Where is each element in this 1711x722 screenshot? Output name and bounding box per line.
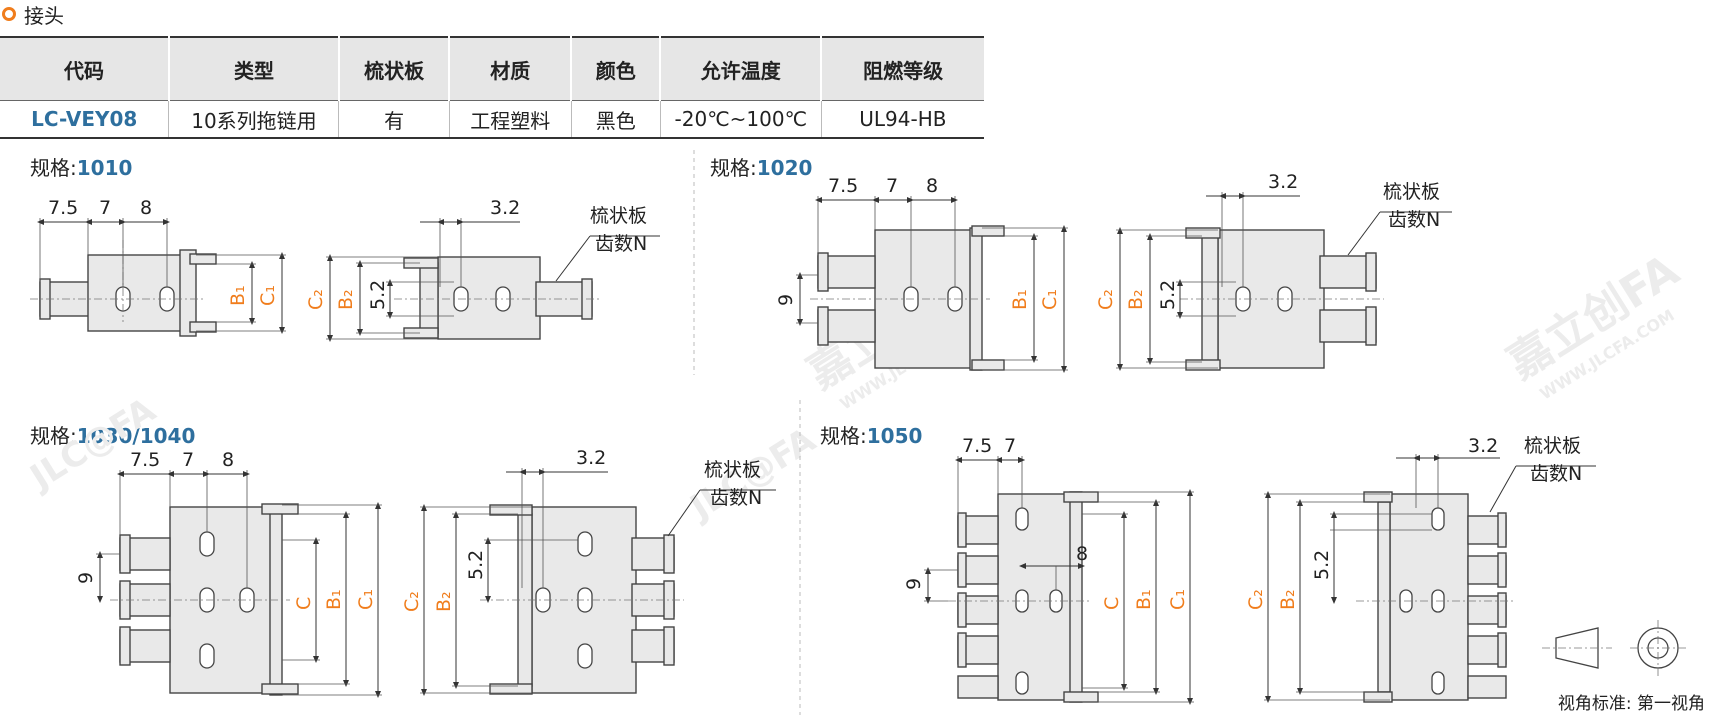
svg-text:7: 7 <box>182 449 194 471</box>
svg-text:B₂: B₂ <box>335 289 357 310</box>
drawing-1030-side: 3.2 C₂ B₂ 5.2 梳状板 齿数N <box>401 447 776 696</box>
svg-text:9: 9 <box>903 578 925 590</box>
cell-flame: UL94-HB <box>821 100 984 139</box>
svg-text:5.2: 5.2 <box>1157 280 1179 310</box>
col-code: 代码 <box>0 36 170 101</box>
drawing-1010-side: 3.2 C₂ B₂ 5.2 梳状板 齿数N <box>305 197 660 342</box>
svg-text:齿数N: 齿数N <box>710 487 762 509</box>
col-comb: 梳状板 <box>338 36 451 101</box>
svg-text:JLC@FA: JLC@FA <box>22 390 163 499</box>
svg-text:B₂: B₂ <box>433 591 455 612</box>
svg-text:9: 9 <box>775 294 797 306</box>
svg-text:C₁: C₁ <box>257 285 279 306</box>
svg-text:7.5: 7.5 <box>962 435 992 457</box>
first-angle-projection-icon <box>1542 620 1686 676</box>
cell-comb: 有 <box>338 100 450 139</box>
svg-text:7: 7 <box>1004 435 1016 457</box>
watermark-logo-1: JLC@FA <box>22 390 163 499</box>
cell-type: 10系列拖链用 <box>168 100 340 139</box>
svg-text:C₁: C₁ <box>1039 289 1061 310</box>
svg-text:3.2: 3.2 <box>1268 171 1298 193</box>
svg-text:B₂: B₂ <box>1277 589 1299 610</box>
svg-text:B₂: B₂ <box>1125 289 1147 310</box>
spec-label-1010: 规格:1010 <box>30 156 133 180</box>
col-color: 颜色 <box>571 36 662 101</box>
cell-color: 黑色 <box>571 100 661 139</box>
svg-text:C: C <box>293 597 315 610</box>
table-row: LC-VEY08 10系列拖链用 有 工程塑料 黑色 -20℃~100℃ UL9… <box>0 100 984 139</box>
watermark-2: 嘉立创FA WWW.JLCFA.COM <box>1499 245 1688 404</box>
col-temp: 允许温度 <box>660 36 823 101</box>
drawing-1010-front: 7.5 7 8 B₁ C₁ <box>30 197 286 337</box>
svg-text:5.2: 5.2 <box>465 550 487 580</box>
svg-text:梳状板: 梳状板 <box>704 459 761 481</box>
col-material: 材质 <box>449 36 573 101</box>
drawing-1050-side: 3.2 C₂ B₂ 5.2 梳状板 齿数N <box>1245 435 1596 703</box>
dim-7-5: 7.5 <box>48 197 78 219</box>
svg-text:7.5: 7.5 <box>828 175 858 197</box>
svg-text:齿数N: 齿数N <box>1388 209 1440 231</box>
col-type: 类型 <box>168 36 340 101</box>
svg-text:7: 7 <box>886 175 898 197</box>
svg-text:9: 9 <box>75 572 97 584</box>
svg-text:B₁: B₁ <box>323 589 345 610</box>
section-header: 接头 <box>0 0 64 28</box>
spec-table: 代码 类型 梳状板 材质 颜色 允许温度 阻燃等级 LC-VEY08 10系列拖… <box>0 36 984 139</box>
svg-text:C₂: C₂ <box>1095 289 1117 310</box>
circle-bullet-icon <box>2 7 16 21</box>
dim-3-2: 3.2 <box>490 197 520 219</box>
table-header-row: 代码 类型 梳状板 材质 颜色 允许温度 阻燃等级 <box>0 36 984 101</box>
svg-text:5.2: 5.2 <box>1311 550 1333 580</box>
drawing-1020-front: 7.5 7 8 9 B₁ C₁ <box>775 175 1068 373</box>
spec-label-1030-1040: 规格:1030/1040 <box>30 424 196 448</box>
col-flame: 阻燃等级 <box>821 36 984 101</box>
svg-text:梳状板: 梳状板 <box>1383 181 1440 203</box>
section-title: 接头 <box>24 3 64 28</box>
drawing-1030-front: 7.5 7 8 9 C B₁ C₁ <box>75 449 382 698</box>
svg-text:齿数N: 齿数N <box>1530 463 1582 485</box>
svg-text:8: 8 <box>222 449 234 471</box>
svg-text:3.2: 3.2 <box>576 447 606 469</box>
cell-temp: -20℃~100℃ <box>660 100 822 139</box>
dim-8: 8 <box>140 197 152 219</box>
svg-text:C₂: C₂ <box>1245 589 1267 610</box>
view-standard-note: 视角标准: 第一视角 <box>1557 694 1705 714</box>
svg-text:C₂: C₂ <box>305 289 327 310</box>
svg-text:C₂: C₂ <box>401 591 423 612</box>
svg-text:C: C <box>1101 597 1123 610</box>
svg-text:3.2: 3.2 <box>1468 435 1498 457</box>
svg-text:8: 8 <box>926 175 938 197</box>
svg-text:梳状板: 梳状板 <box>1524 435 1581 457</box>
spec-label-1050: 规格:1050 <box>820 424 923 448</box>
svg-text:8: 8 <box>1076 543 1088 565</box>
drawing-1050-front: 7.5 7 8 9 C B₁ C₁ <box>903 435 1194 705</box>
svg-text:B₁: B₁ <box>227 285 249 306</box>
svg-text:梳状板: 梳状板 <box>590 205 647 227</box>
svg-text:C₁: C₁ <box>1167 589 1189 610</box>
svg-text:7.5: 7.5 <box>130 449 160 471</box>
svg-text:B₁: B₁ <box>1009 289 1031 310</box>
drawing-1020-side: 3.2 C₂ B₂ 5.2 梳状板 齿数N <box>1095 171 1452 371</box>
cell-material: 工程塑料 <box>449 100 572 139</box>
svg-text:齿数N: 齿数N <box>595 233 647 255</box>
dim-7: 7 <box>99 197 111 219</box>
svg-text:B₁: B₁ <box>1133 589 1155 610</box>
spec-label-1020: 规格:1020 <box>710 156 813 180</box>
svg-text:C₁: C₁ <box>355 589 377 610</box>
svg-text:5.2: 5.2 <box>367 280 389 310</box>
cell-code: LC-VEY08 <box>0 100 170 139</box>
